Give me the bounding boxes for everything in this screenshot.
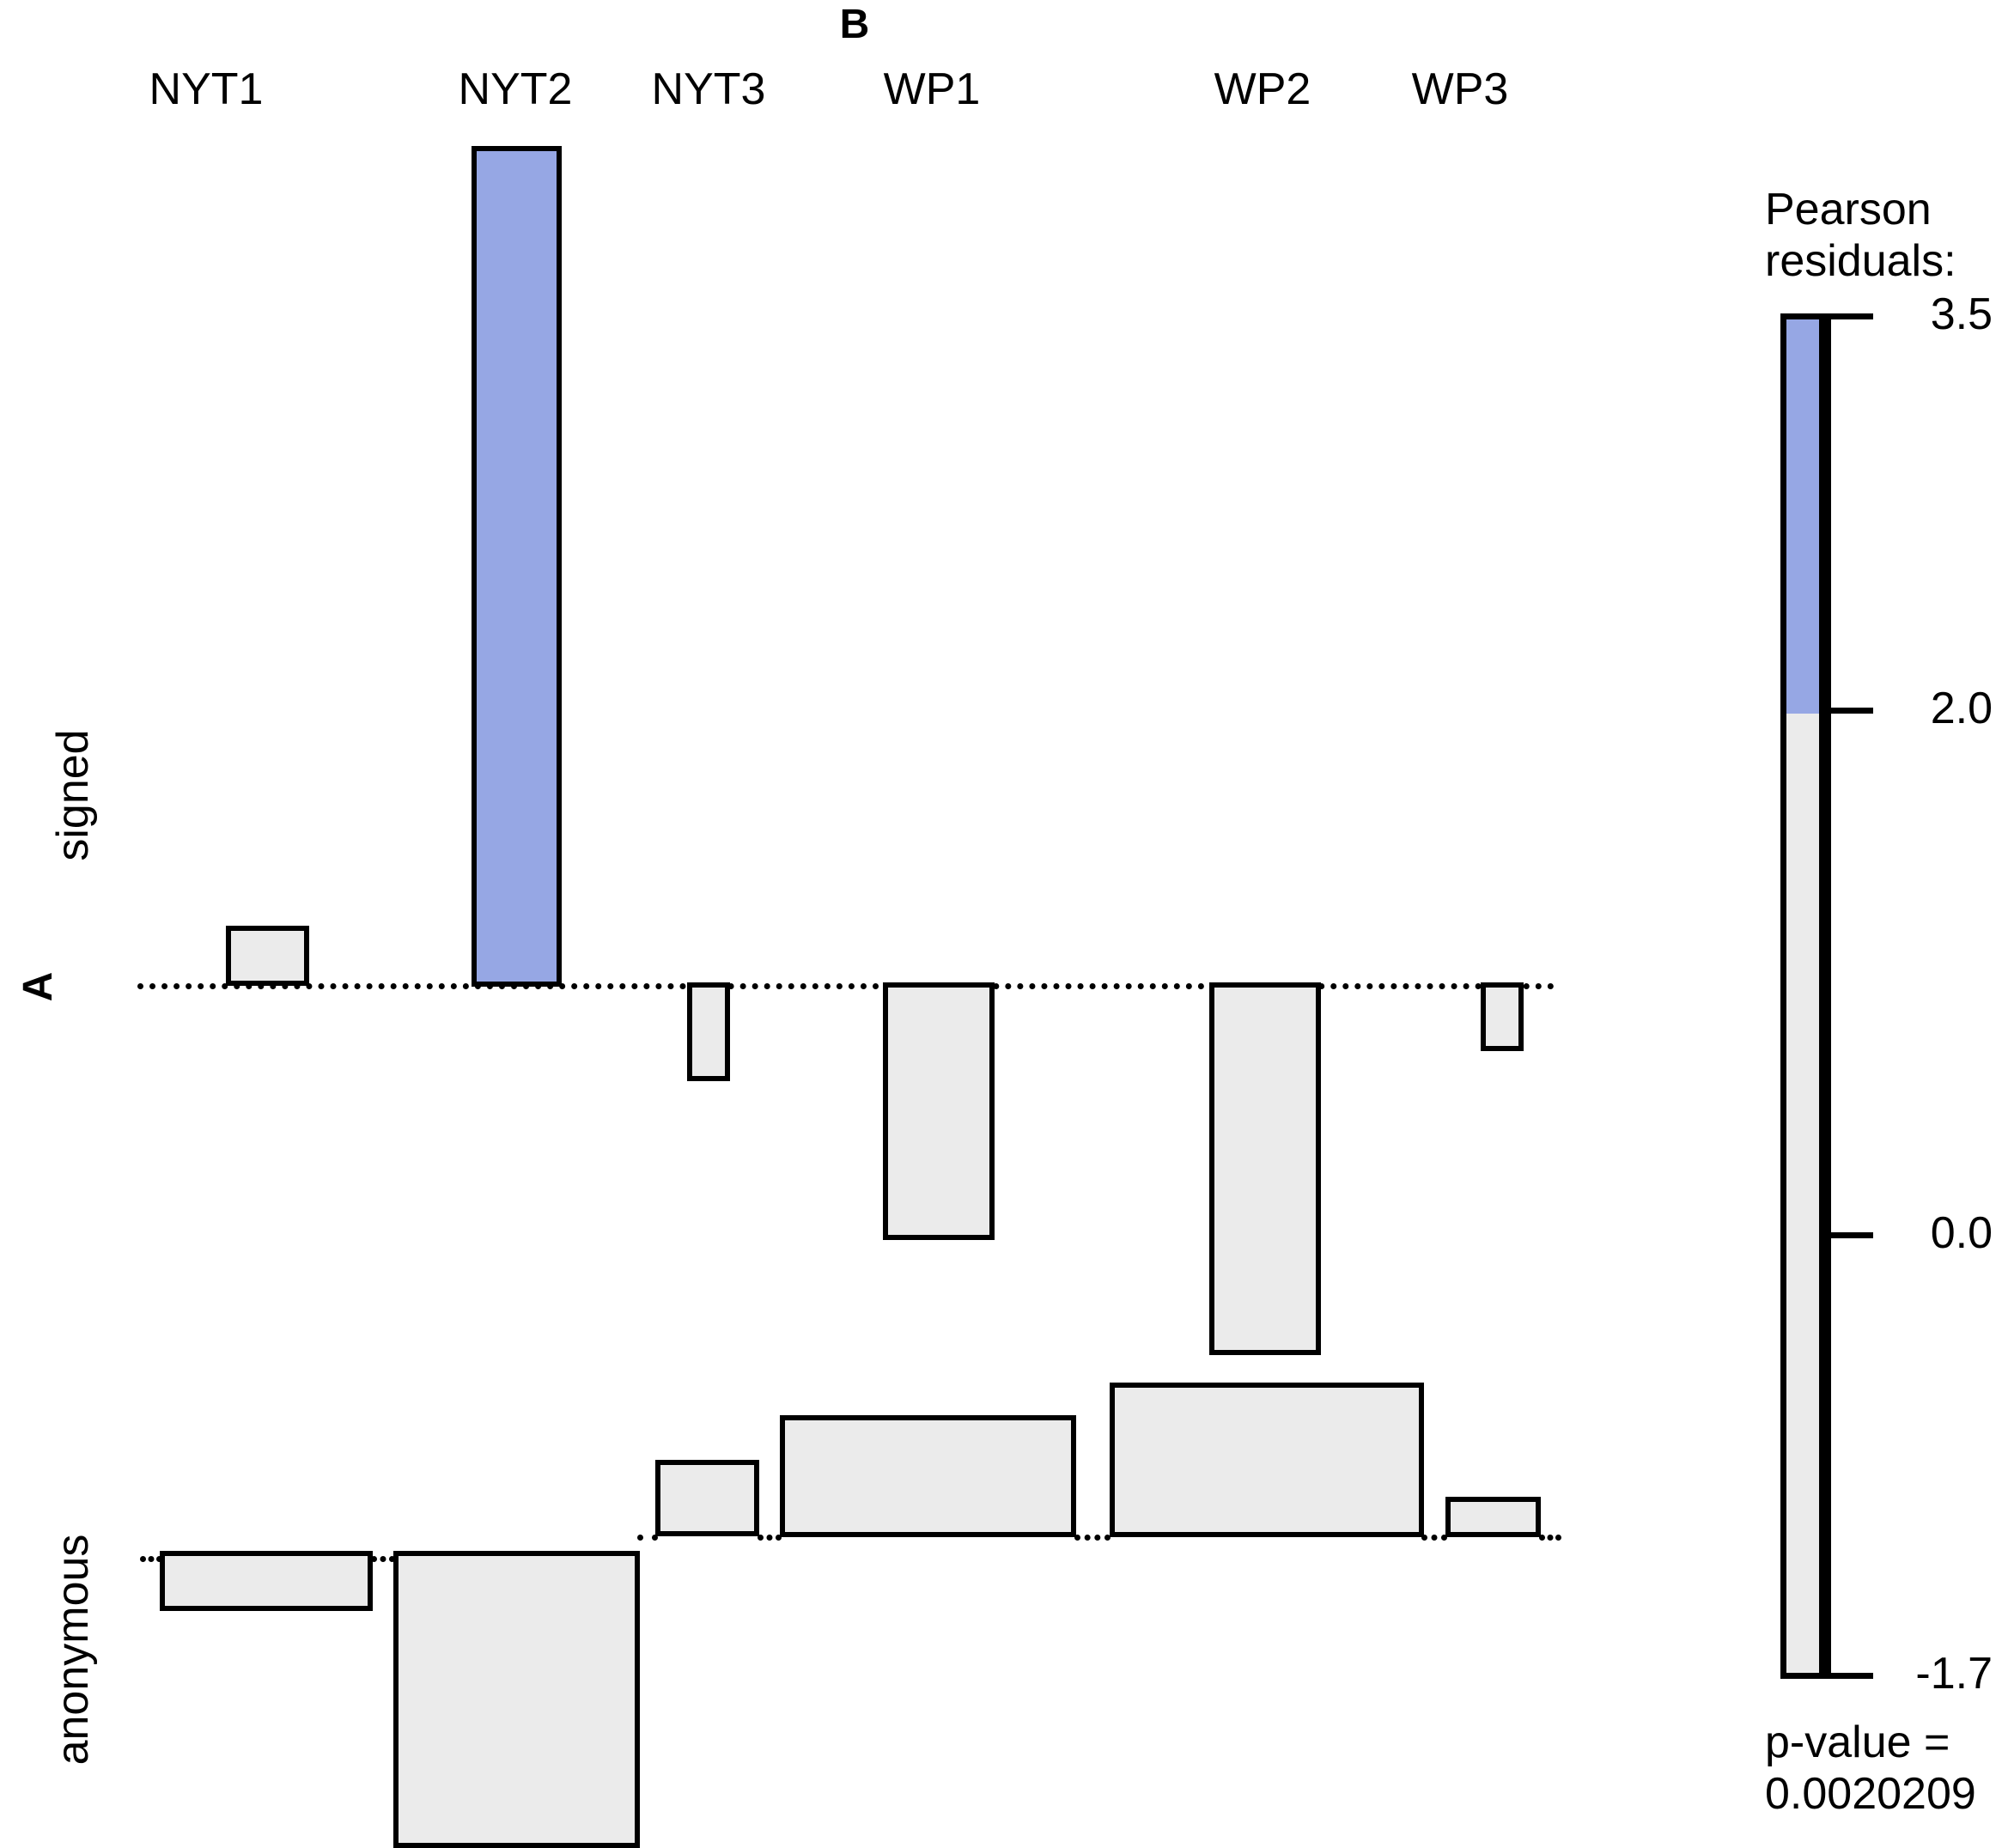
legend-tick-label-2-0: 2.0 <box>1930 684 1993 733</box>
legend-title-line2: residuals: <box>1765 236 1956 286</box>
legend-tick-label-neg-1-7: -1.7 <box>1915 1649 1993 1699</box>
variable-b-label: B <box>839 2 870 47</box>
row2-baseline-gap-2 <box>637 1535 658 1541</box>
row2-baseline-gap-6 <box>1539 1535 1561 1541</box>
row2-baseline-gap-4 <box>1074 1535 1111 1541</box>
tile-anonymous-nyt3 <box>655 1460 759 1536</box>
row2-baseline-gap-3 <box>758 1535 782 1541</box>
legend-color-bar <box>1780 313 1825 1679</box>
row2-baseline-gap-0 <box>140 1556 162 1562</box>
legend-tick-label-3-5: 3.5 <box>1930 289 1993 339</box>
p-value-line2: 0.0020209 <box>1765 1769 1976 1819</box>
tile-signed-nyt1 <box>226 926 309 986</box>
row-label-anonymous: anonymous <box>48 1534 98 1766</box>
legend-segment-neutral <box>1786 714 1819 1673</box>
tile-signed-wp2 <box>1209 982 1321 1355</box>
legend-tick-0-0 <box>1825 1232 1873 1238</box>
column-label-wp1: WP1 <box>883 64 981 114</box>
tile-anonymous-nyt1 <box>160 1551 373 1611</box>
legend-tick-2-0 <box>1825 708 1873 714</box>
tile-signed-nyt3 <box>687 982 730 1081</box>
p-value-line1: p-value = <box>1765 1717 1950 1767</box>
legend-title-line1: Pearson <box>1765 185 1932 234</box>
variable-a-label: A <box>15 971 61 1002</box>
tile-signed-nyt2 <box>472 146 562 987</box>
tile-anonymous-nyt2 <box>393 1551 640 1848</box>
row2-baseline-gap-1 <box>371 1556 395 1562</box>
column-label-nyt2: NYT2 <box>458 64 573 114</box>
tile-anonymous-wp1 <box>780 1415 1076 1537</box>
column-label-wp3: WP3 <box>1411 64 1509 114</box>
tile-signed-wp1 <box>883 982 995 1240</box>
column-label-nyt1: NYT1 <box>149 64 264 114</box>
tile-anonymous-wp2 <box>1110 1383 1424 1537</box>
legend-segment-high <box>1786 319 1819 714</box>
legend-axis-line <box>1825 313 1831 1679</box>
legend-tick-label-0-0: 0.0 <box>1930 1208 1993 1258</box>
row2-baseline-gap-5 <box>1421 1535 1447 1541</box>
column-label-wp2: WP2 <box>1214 64 1311 114</box>
column-label-nyt3: NYT3 <box>651 64 766 114</box>
legend-tick-3-5 <box>1825 313 1873 319</box>
row-label-signed: signed <box>48 729 98 861</box>
legend-tick-neg-1-7 <box>1825 1673 1873 1679</box>
tile-signed-wp3 <box>1481 982 1524 1051</box>
row1-baseline-left <box>137 983 1555 989</box>
tile-anonymous-wp3 <box>1445 1497 1541 1537</box>
